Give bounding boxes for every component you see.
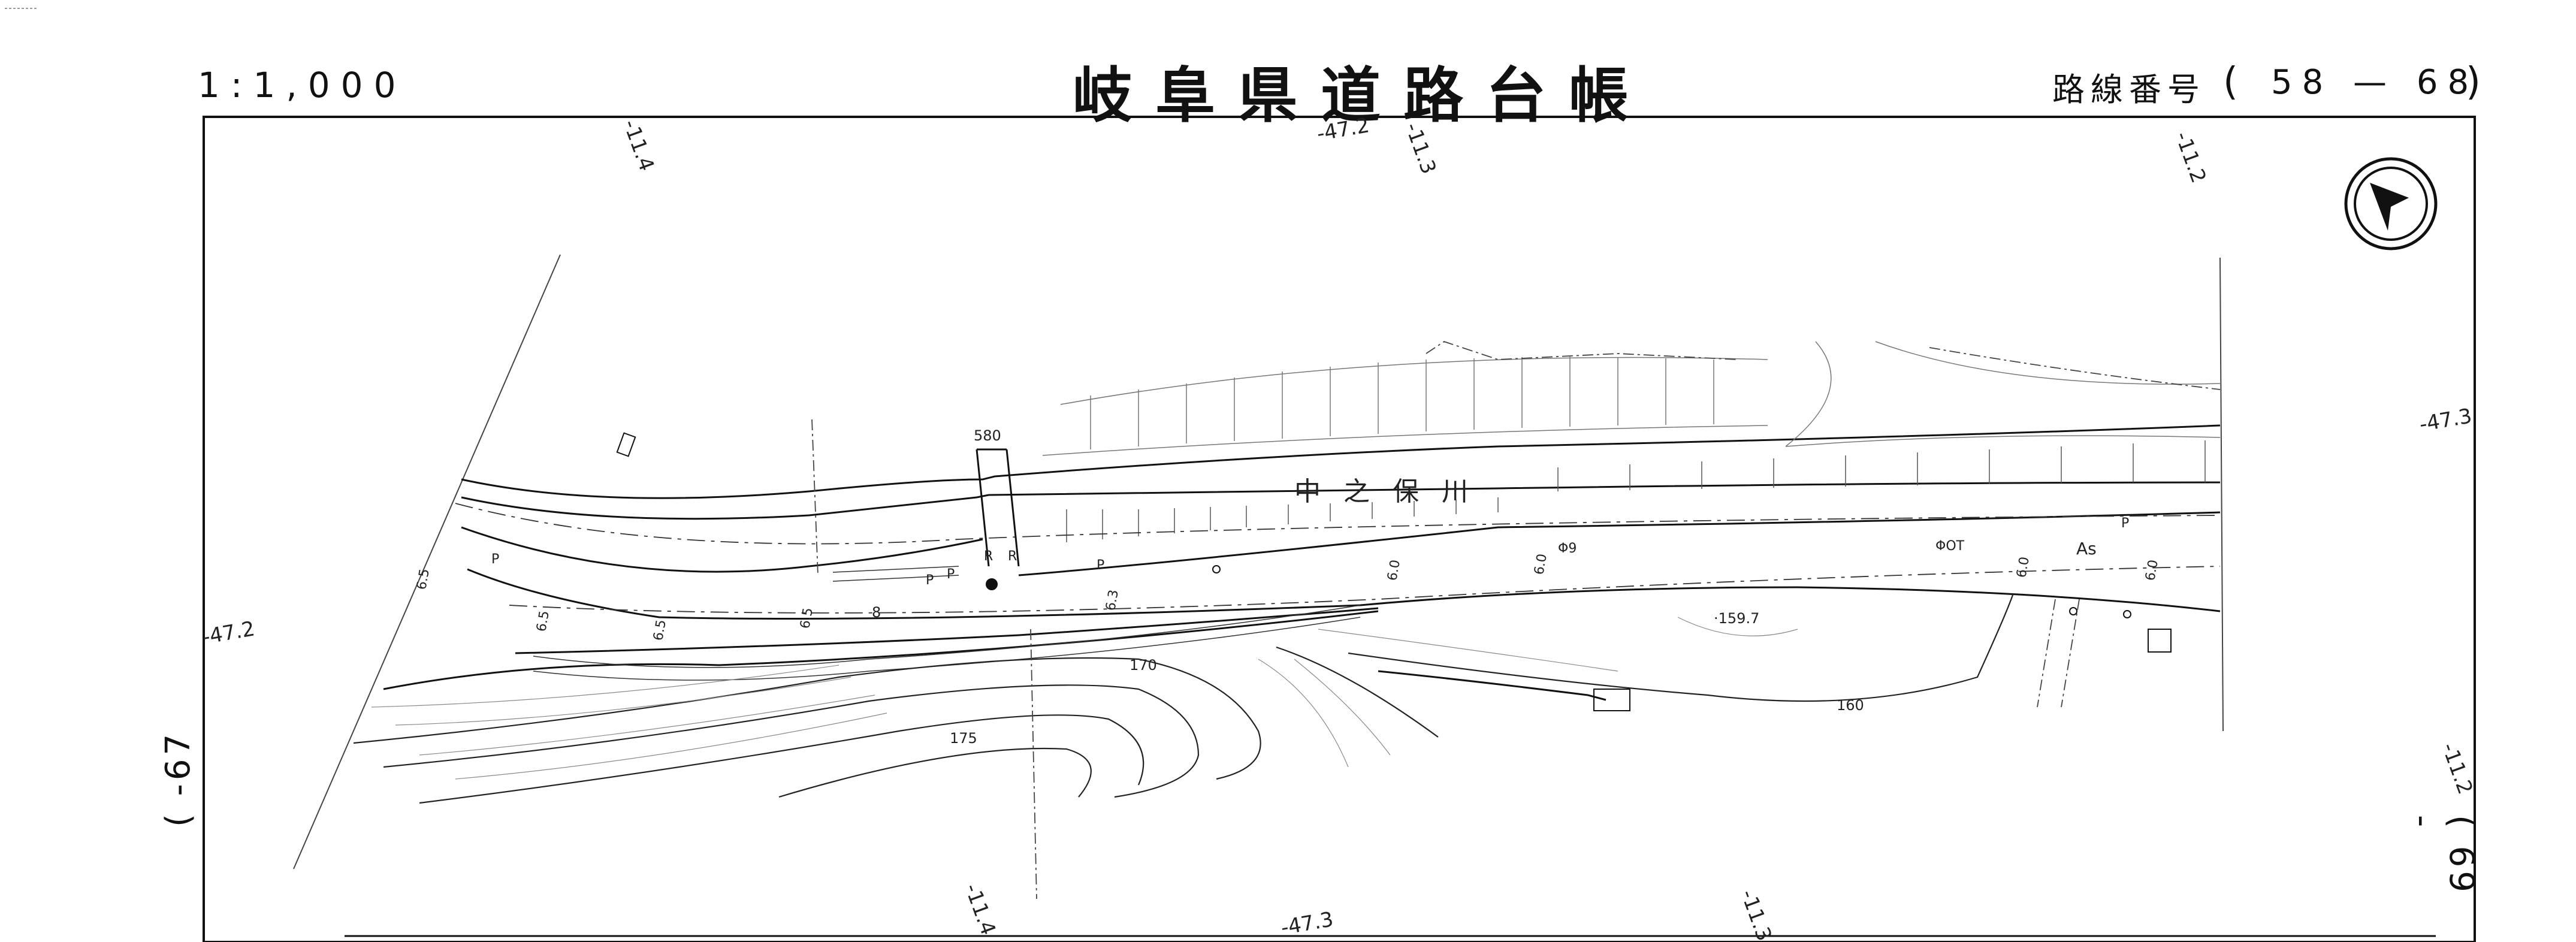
route-number-label: 路線番号 [2052,71,2206,108]
map-frame [203,116,2476,942]
route-paren-open: ( [2223,60,2238,104]
north-arrow-icon [2344,157,2438,250]
width-label: 6.5 [534,609,552,633]
grid-label-11-4-top: -11.4 [618,116,659,174]
upper-embankment-hatching [1042,341,2221,456]
utility-r-label: R [984,549,993,564]
grid-label-11-2-right: -11.2 [2437,739,2478,797]
utility-pole-label: P [926,573,934,588]
utility-r-label: R [1008,549,1017,564]
river-slope-hatching [1066,440,2206,542]
utility-symbols [616,432,2172,711]
scale-label: 1:1,000 [198,65,407,105]
grid-label-47-2-left: -47.2 [201,617,257,650]
river-name-label: 中之保川 [1294,476,1491,507]
grid-label-11-4-bottom: -11.4 [960,880,1001,938]
spot-elevation-label: ·159.7 [1714,610,1759,627]
contour-label-160: 160 [1837,697,1864,714]
grid-label-47-2-top: -47.2 [1315,113,1372,146]
width-label: 6.3 [1103,588,1122,612]
width-label: 6.0 [2014,555,2033,579]
survey-area-boundary [293,254,2224,869]
width-label: 6.5 [651,618,669,642]
road-edges [383,568,2221,701]
terrain-fine-contours [371,617,1798,780]
width-label: 6.5 [414,567,433,591]
grid-label-11-3-top: -11.3 [1400,119,1441,177]
utility-pole-label: P [1097,558,1104,573]
bridge-structure [976,448,1020,567]
grid-label-11-2-top: -11.2 [2170,128,2211,186]
scan-mark [5,2,38,9]
route-paren-close: ) [2466,60,2481,104]
grid-label-47-3-right: -47.3 [2418,404,2474,437]
property-boundaries [811,341,2221,899]
utility-pole-label: P [947,567,955,582]
utility-ot-label: ΦOT [1935,539,1965,554]
contour-label-170: 170 [1130,657,1157,674]
width-label: 6.0 [1532,552,1550,576]
road-centerlines [455,503,2221,614]
surface-type-label: As [2076,539,2097,558]
retaining-wall-hatching [533,566,1361,681]
width-label: 6.0 [1385,558,1403,582]
width-label: 8 [872,604,881,621]
contour-label-175: 175 [950,730,977,747]
utility-pole-label: P [491,552,499,567]
width-label: 6.5 [798,606,816,630]
page-title: 岐阜県道路台帳 [1073,61,1651,131]
width-label: 6.0 [2143,558,2161,582]
grid-label-11-3-bottom: -11.3 [1736,886,1777,942]
utility-pole-label: P [2121,516,2129,531]
bridge-number-label: 580 [974,427,1001,444]
route-number-value: 58 — 68 [2271,63,2479,102]
utility-9-label: Φ9 [1558,541,1577,556]
terrain-contours [353,593,2015,804]
